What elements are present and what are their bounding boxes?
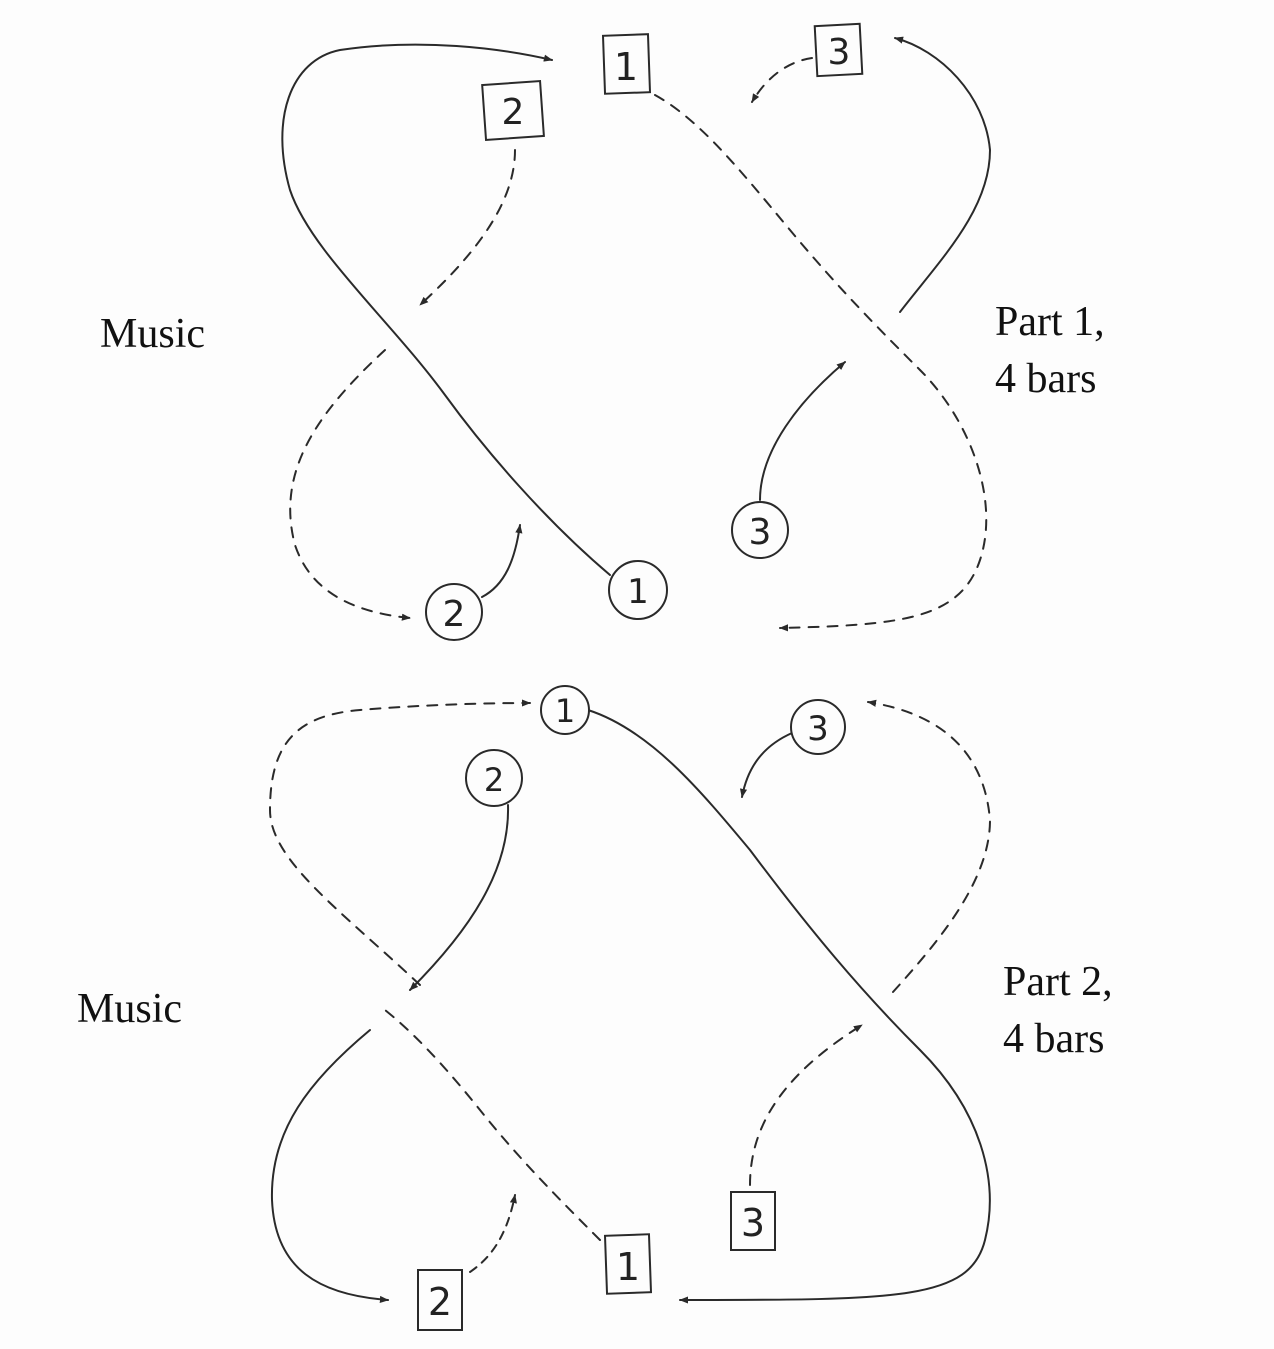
part2-path-dancer2-a	[409, 804, 510, 991]
part2-box-3	[730, 1191, 776, 1251]
part1-circle-3	[731, 501, 789, 559]
part1-box-3-label: 3	[828, 32, 851, 73]
part2-box-1-label: 1	[616, 1245, 640, 1289]
part1-circle-3-label: 3	[749, 512, 772, 553]
part1-path-dancer2-a	[419, 149, 516, 306]
part1-label-line1: Part 1,	[995, 299, 1105, 345]
part1-circle-1-label: 1	[627, 572, 649, 612]
part2-path-dancer3-a	[739, 732, 793, 798]
part2-circle-2-label: 2	[484, 761, 504, 799]
part1-box-2	[481, 79, 545, 142]
music-label-top: Music	[100, 311, 205, 357]
part2-path-dancer1-a	[268, 699, 531, 986]
part2-circle-3-label: 3	[807, 709, 829, 749]
part2-path-dancer2-c	[469, 1194, 517, 1273]
part2-path-dancer3-c	[749, 1024, 863, 1186]
part1-path-dancer3-b	[894, 36, 992, 313]
part2-path-dancer2-b	[270, 1029, 389, 1303]
part1-path-dancer1-return	[654, 94, 988, 632]
part1-circle-2	[425, 583, 483, 641]
part1-circle-1	[608, 560, 668, 620]
part1-path-dancer3-a	[759, 361, 846, 501]
part1-box-3	[813, 22, 864, 78]
part1-box-2-label: 2	[502, 92, 525, 133]
part2-path-dancer3-b	[867, 699, 992, 993]
part2-box-2	[417, 1269, 463, 1331]
part1-circle-2-label: 2	[443, 594, 466, 635]
part2-path-dancer1-b	[587, 709, 991, 1304]
part2-circle-3	[790, 699, 846, 755]
part1-path-dancer2-c	[481, 524, 523, 598]
part2-box-2-label: 2	[428, 1280, 452, 1324]
part1-path-dancer2-b	[289, 349, 411, 621]
part1-path-dancer1	[281, 43, 611, 576]
part2-circle-1-label: 1	[555, 692, 575, 730]
part1-box-1-label: 1	[614, 45, 638, 89]
part2-circle-1	[540, 685, 590, 735]
music-label-bottom: Music	[77, 986, 182, 1032]
part1-label-line2: 4 bars	[995, 356, 1097, 402]
part1-box-1	[601, 33, 652, 95]
part1-path-dancer3-c	[751, 57, 813, 103]
part2-path-dancer1-c	[384, 1009, 601, 1241]
part2-label-line2: 4 bars	[1003, 1016, 1105, 1062]
part2-box-1	[603, 1233, 653, 1295]
part2-label-line1: Part 2,	[1003, 959, 1113, 1005]
part2-circle-2	[465, 749, 523, 807]
part2-box-3-label: 3	[741, 1201, 765, 1245]
